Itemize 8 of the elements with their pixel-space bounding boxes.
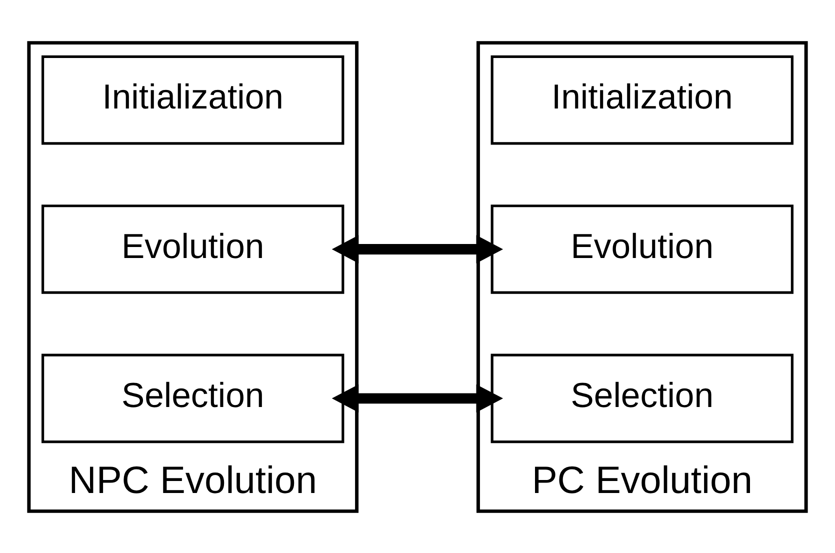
node-box: Selection — [42, 353, 344, 443]
node-box: Evolution — [42, 204, 344, 294]
node-box: Initialization — [490, 54, 794, 144]
node-box: Evolution — [490, 204, 794, 294]
node-box: Selection — [490, 353, 794, 443]
arrow — [332, 234, 504, 263]
node-box: Initialization — [42, 54, 344, 144]
arrow — [332, 384, 504, 412]
